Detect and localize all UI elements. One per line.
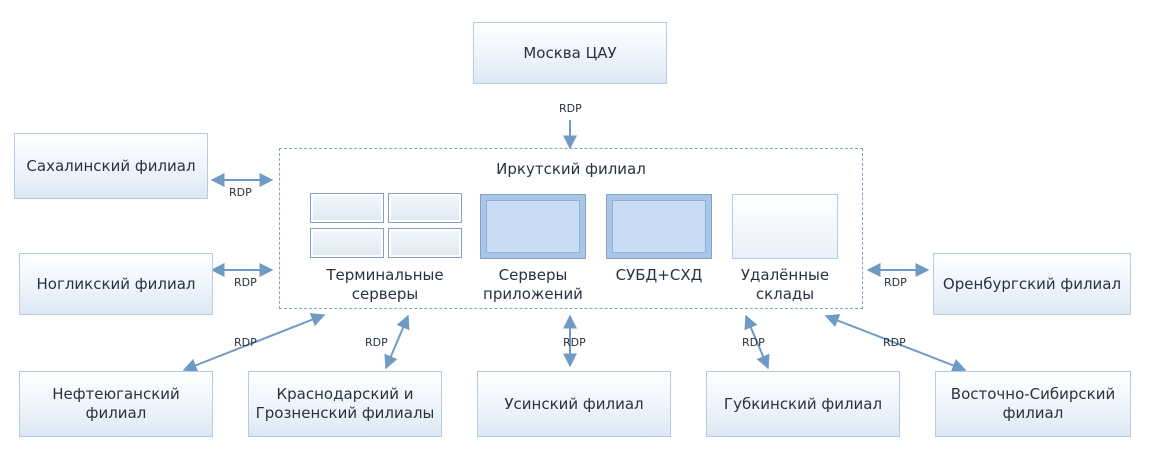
terminal-servers-line1: Терминальные [326,266,444,284]
nogliki-label: Ногликский филиал [36,274,196,293]
irkutsk-title: Иркутский филиал [496,160,646,178]
rdp-label-krasnodar: RDP [365,336,388,349]
rdp-label-usinsk: RDP [563,336,586,349]
app-servers-line1: Серверы [498,266,568,284]
app-servers-tile [480,194,586,259]
warehouses-tile [732,194,838,259]
irkutsk-frame [279,148,863,309]
arrow-krasnodar [384,314,410,370]
terminal-server-tile [388,193,462,223]
terminal-server-tile [310,193,384,223]
rdp-label-east-siberian: RDP [883,336,906,349]
terminal-server-tile [388,228,462,258]
rdp-label-sakhalin: RDP [229,186,252,199]
arrow-gubkinsky [744,314,770,370]
nogliki-box: Ногликский филиал [19,253,213,315]
nefteyugansk-line2: филиал [85,404,147,422]
rdp-label-nefteyugansk: RDP [234,336,257,349]
db-storage-label: СУБД+СХД [615,266,703,284]
nefteyugansk-box: Нефтеюганский филиал [19,371,213,437]
terminal-servers-label: Терминальные серверы [300,266,470,304]
usinsk-label: Усинский филиал [504,394,644,413]
moscow-box: Москва ЦАУ [473,22,667,84]
terminal-server-tile [310,228,384,258]
east-siberian-line2: филиал [1002,404,1064,422]
sakhalin-box: Сахалинский филиал [14,133,208,199]
krasnodar-line1: Краснодарский и [276,385,414,403]
warehouses-line2: склады [755,285,815,303]
arrow-nefteyugansk [182,313,326,372]
east-siberian-line1: Восточно-Сибирский [950,385,1116,403]
rdp-label-gubkinsky: RDP [742,336,765,349]
terminal-servers-line2: серверы [351,285,419,303]
krasnodar-box: Краснодарский и Грозненский филиалы [248,371,442,437]
rdp-label-orenburg: RDP [884,276,907,289]
arrow-east-siberian [824,314,967,372]
db-storage-tile [606,194,712,259]
app-servers-label: Серверы приложений [460,266,606,304]
app-servers-line2: приложений [483,285,583,303]
orenburg-box: Оренбургский филиал [933,253,1131,315]
usinsk-box: Усинский филиал [477,371,671,437]
moscow-label: Москва ЦАУ [523,43,617,62]
rdp-label-moscow: RDP [559,102,582,115]
warehouses-label: Удалённые склады [720,266,850,304]
east-siberian-box: Восточно-Сибирский филиал [935,371,1131,437]
nefteyugansk-line1: Нефтеюганский [52,385,180,403]
krasnodar-line2: Грозненский филиалы [255,404,435,422]
gubkinsky-box: Губкинский филиал [706,371,900,437]
sakhalin-label: Сахалинский филиал [26,156,196,175]
orenburg-label: Оренбургский филиал [942,274,1122,293]
gubkinsky-label: Губкинский филиал [723,394,883,413]
rdp-label-nogliki: RDP [234,276,257,289]
warehouses-line1: Удалённые [740,266,830,284]
